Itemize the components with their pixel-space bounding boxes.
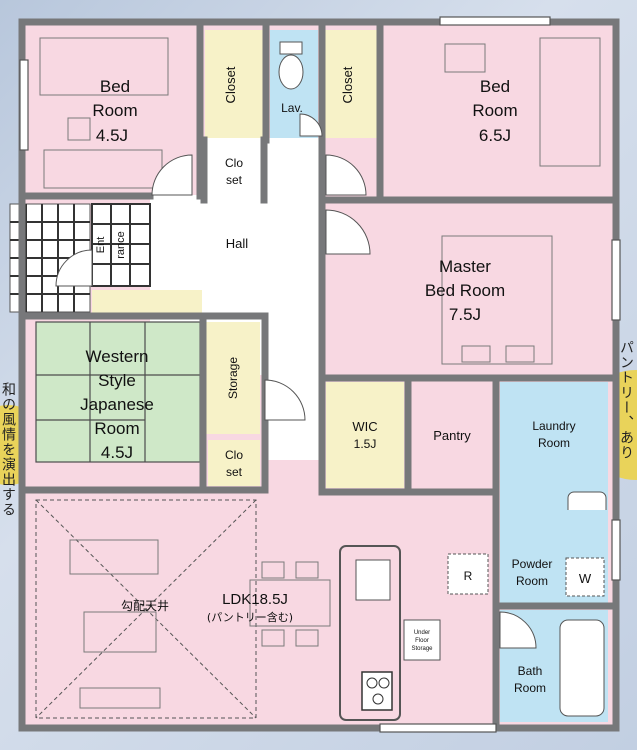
entrance-line2: rance [115,231,127,259]
right-side-note: パントリー、あり [618,340,634,460]
master-line3: 7.5J [449,305,481,324]
toilet-icon [278,54,304,90]
bath-line2: Room [514,681,546,695]
ldk-line1: LDK18.5J [222,591,288,608]
toilet-tank [279,41,303,55]
closet-small1-line2: set [226,173,243,187]
bed1-line2: Room [92,101,137,120]
wic-line1: WIC [352,419,377,434]
washer-spot [565,557,605,597]
closet-small2-line1: Clo [225,448,243,462]
japanese-room [36,322,200,462]
ldk-line2: (パントリー含む) [207,610,293,624]
burner-3 [372,693,384,705]
bath-line1: Bath [518,664,543,678]
entrance-line1: Ent [95,237,107,254]
laundry-line1: Laundry [532,419,575,433]
coffee-table [83,611,157,653]
ceiling-label: 勾配天井 [121,599,169,613]
bed1-line1: Bed [100,77,130,96]
pillow-2 [505,345,535,363]
closet-small2-line2: set [226,465,243,479]
desk-furniture-2 [444,43,486,73]
western-line4: Room [94,419,139,438]
master-bedroom [326,206,608,372]
laundry-room [500,382,608,510]
burner-1 [366,677,378,689]
sloped-ceiling-lines [35,499,257,719]
master-line2: Bed Room [425,281,505,300]
chair-furniture [67,117,91,141]
wic [326,382,404,488]
fridge-spot [447,553,489,595]
shoe-storage [92,290,202,314]
chair-d [295,629,319,647]
bed2-line2: Room [472,101,517,120]
windows [19,16,621,733]
fridge-label: R [464,569,473,583]
door-swings [55,113,537,649]
washer-label: W [579,571,592,586]
chair-a [261,561,285,579]
closet-1 [205,30,265,138]
laundry-line2: Room [538,436,570,450]
dining-table [249,579,331,627]
underfloor-line3: Storage [411,646,433,652]
storage [206,322,260,434]
closet-2 [324,30,378,138]
bed1-line3: 4.5J [96,126,128,145]
pillow-1 [461,345,491,363]
bed-furniture [39,37,169,96]
bathtub-icon [559,619,605,717]
closet-small-2 [208,440,260,486]
bed-furniture-2 [539,37,601,167]
bedroom-6.5j [384,30,608,195]
burner-2 [378,677,390,689]
lav-label: Lav. [281,101,303,115]
master-line1: Master [439,257,491,276]
western-line1: Western [86,347,149,366]
underfloor-line1: Under [414,630,430,636]
kitchen-sink [355,559,391,601]
western-line3: Japanese [80,395,154,414]
walls [18,18,620,732]
pantry-label: Pantry [433,428,471,443]
pantry [412,382,492,488]
storage-label: Storage [226,357,240,399]
closet1-label: Closet [223,66,238,103]
western-line2: Style [98,371,136,390]
hall-lower [265,300,320,460]
bed2-line1: Bed [480,77,510,96]
closet-small1-line1: Clo [225,156,243,170]
sofa [69,539,159,575]
underfloor-line2: Floor [415,638,429,644]
chair-b [295,561,319,579]
entrance-inner-tiles [92,204,150,286]
closet2-label: Closet [340,66,355,103]
hall-label: Hall [226,236,249,251]
western-line5: 4.5J [101,443,133,462]
tv-board [79,687,161,709]
underfloor-storage [403,619,441,661]
powder-line1: Powder [512,557,553,571]
master-bed [441,235,553,365]
bed2-line3: 6.5J [479,126,511,145]
hall-upper [200,138,320,198]
wic-line2: 1.5J [354,437,377,451]
powder-line2: Room [516,574,548,588]
left-side-note: 和の風情を演出する [0,382,16,517]
chair-c [261,629,285,647]
